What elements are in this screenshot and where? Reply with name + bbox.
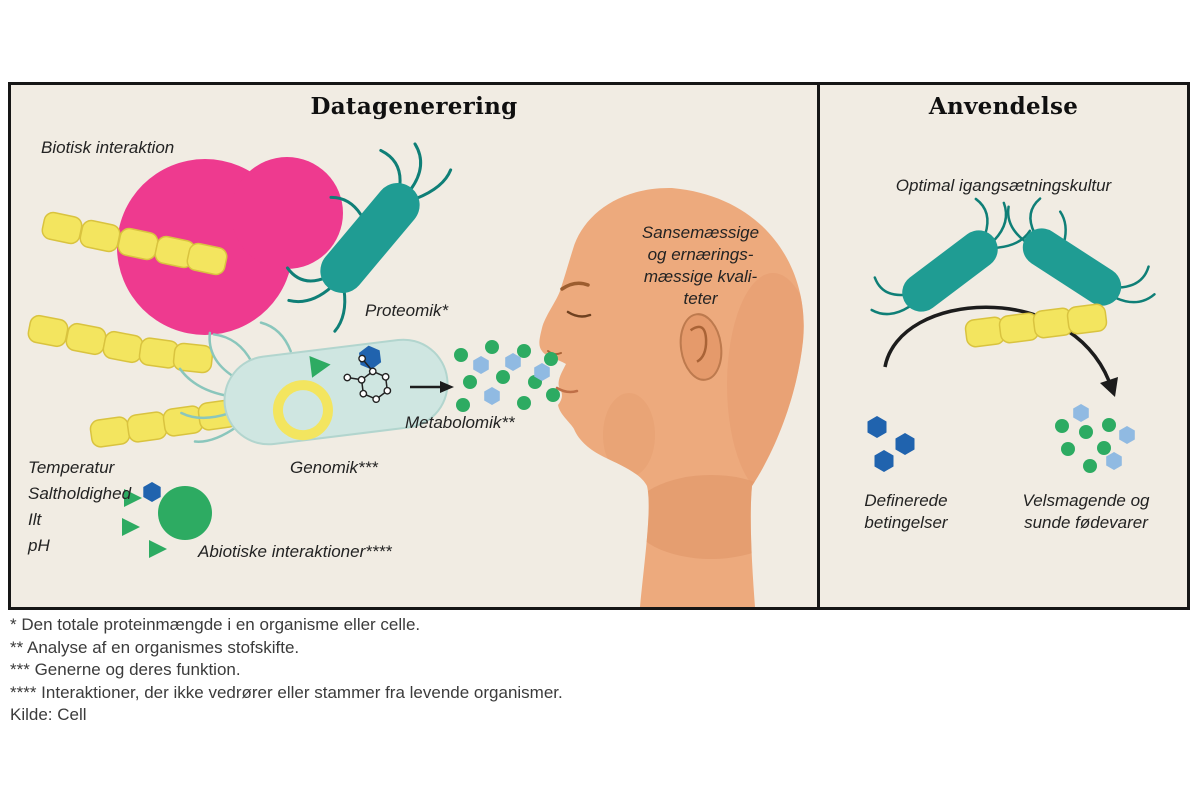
metabolomics-label: Metabolomik** (405, 413, 515, 432)
bacterium-icon (1006, 197, 1156, 306)
sensory-qualities-label: Sansemæssige og ernærings- mæssige kvali… (608, 222, 793, 310)
molecule-icon (343, 354, 392, 404)
footnote: *** Generne og deres funktion. (10, 660, 241, 679)
environment-factors-list: Temperatur Saltholdighed Ilt pH (28, 455, 131, 559)
tasty-food-label: Velsmagende og sunde fødevarer (1011, 490, 1161, 534)
env-factor: Saltholdighed (28, 484, 132, 503)
tasty-line: Velsmagende og (1022, 491, 1150, 510)
left-panel-title: Datagenerering (310, 93, 518, 120)
defined-conditions-label: Definerede betingelser (846, 490, 966, 534)
defined-line: betingelser (864, 513, 948, 532)
yeast-cell-chain-icon (964, 303, 1108, 348)
bacterium-icon (870, 197, 1032, 316)
eye-icon (566, 310, 592, 318)
footnotes-block: * Den totale proteinmængde i en organism… (10, 614, 563, 727)
flow-arrow-icon (883, 305, 1118, 397)
eyebrow-icon (560, 281, 590, 291)
footnote: **** Interaktioner, der ikke vedrører el… (10, 682, 563, 702)
env-factor: pH (28, 536, 50, 555)
bacterium-icon (285, 142, 453, 333)
footnote: * Den totale proteinmængde i en organism… (10, 615, 421, 634)
ear-icon (679, 313, 723, 381)
footnote: ** Analyse af en organismes stofskifte. (10, 637, 300, 657)
compound-icon (309, 355, 331, 378)
abiotic-interactions-label: Abiotiske interaktioner**** (198, 542, 392, 561)
proteomics-label: Proteomik* (365, 301, 449, 320)
compound-icon (359, 345, 382, 370)
defined-conditions-cluster (867, 416, 915, 472)
source-line: Kilde: Cell (10, 705, 87, 724)
tasty-line: sunde fødevarer (1024, 513, 1148, 532)
genomics-label: Genomik*** (290, 458, 378, 477)
sensory-line: Sansemæssige (641, 223, 760, 242)
host-cell-icon (178, 321, 449, 446)
sensory-line: teter (683, 289, 718, 308)
metabolite-cluster (454, 340, 560, 412)
env-factor: Ilt (28, 510, 42, 529)
defined-line: Definerede (864, 491, 948, 510)
yeast-cell-chain-icon (89, 399, 239, 448)
diagram-frame: Datagenerering Anvendelse Biotisk intera… (8, 82, 1190, 610)
flow-arrow-icon (410, 381, 454, 393)
biotic-interaction-label: Biotisk interaktion (41, 138, 175, 157)
yeast-cell-chain-icon (41, 211, 228, 276)
food-metabolite-cluster (1055, 404, 1135, 473)
env-factor: Temperatur (28, 458, 115, 477)
sensory-line: mæssige kvali- (643, 267, 758, 286)
illustration (27, 142, 1156, 607)
optimal-culture-label: Optimal igangsætningskultur (895, 176, 1112, 195)
sensory-line: og ernærings- (647, 245, 754, 264)
mouth-icon (555, 386, 579, 394)
panel-divider (817, 85, 820, 607)
yeast-cell-chain-icon (27, 314, 214, 374)
abiotic-cluster (122, 482, 212, 558)
plasmid-icon (272, 380, 333, 441)
right-panel-title: Anvendelse (928, 93, 1079, 120)
